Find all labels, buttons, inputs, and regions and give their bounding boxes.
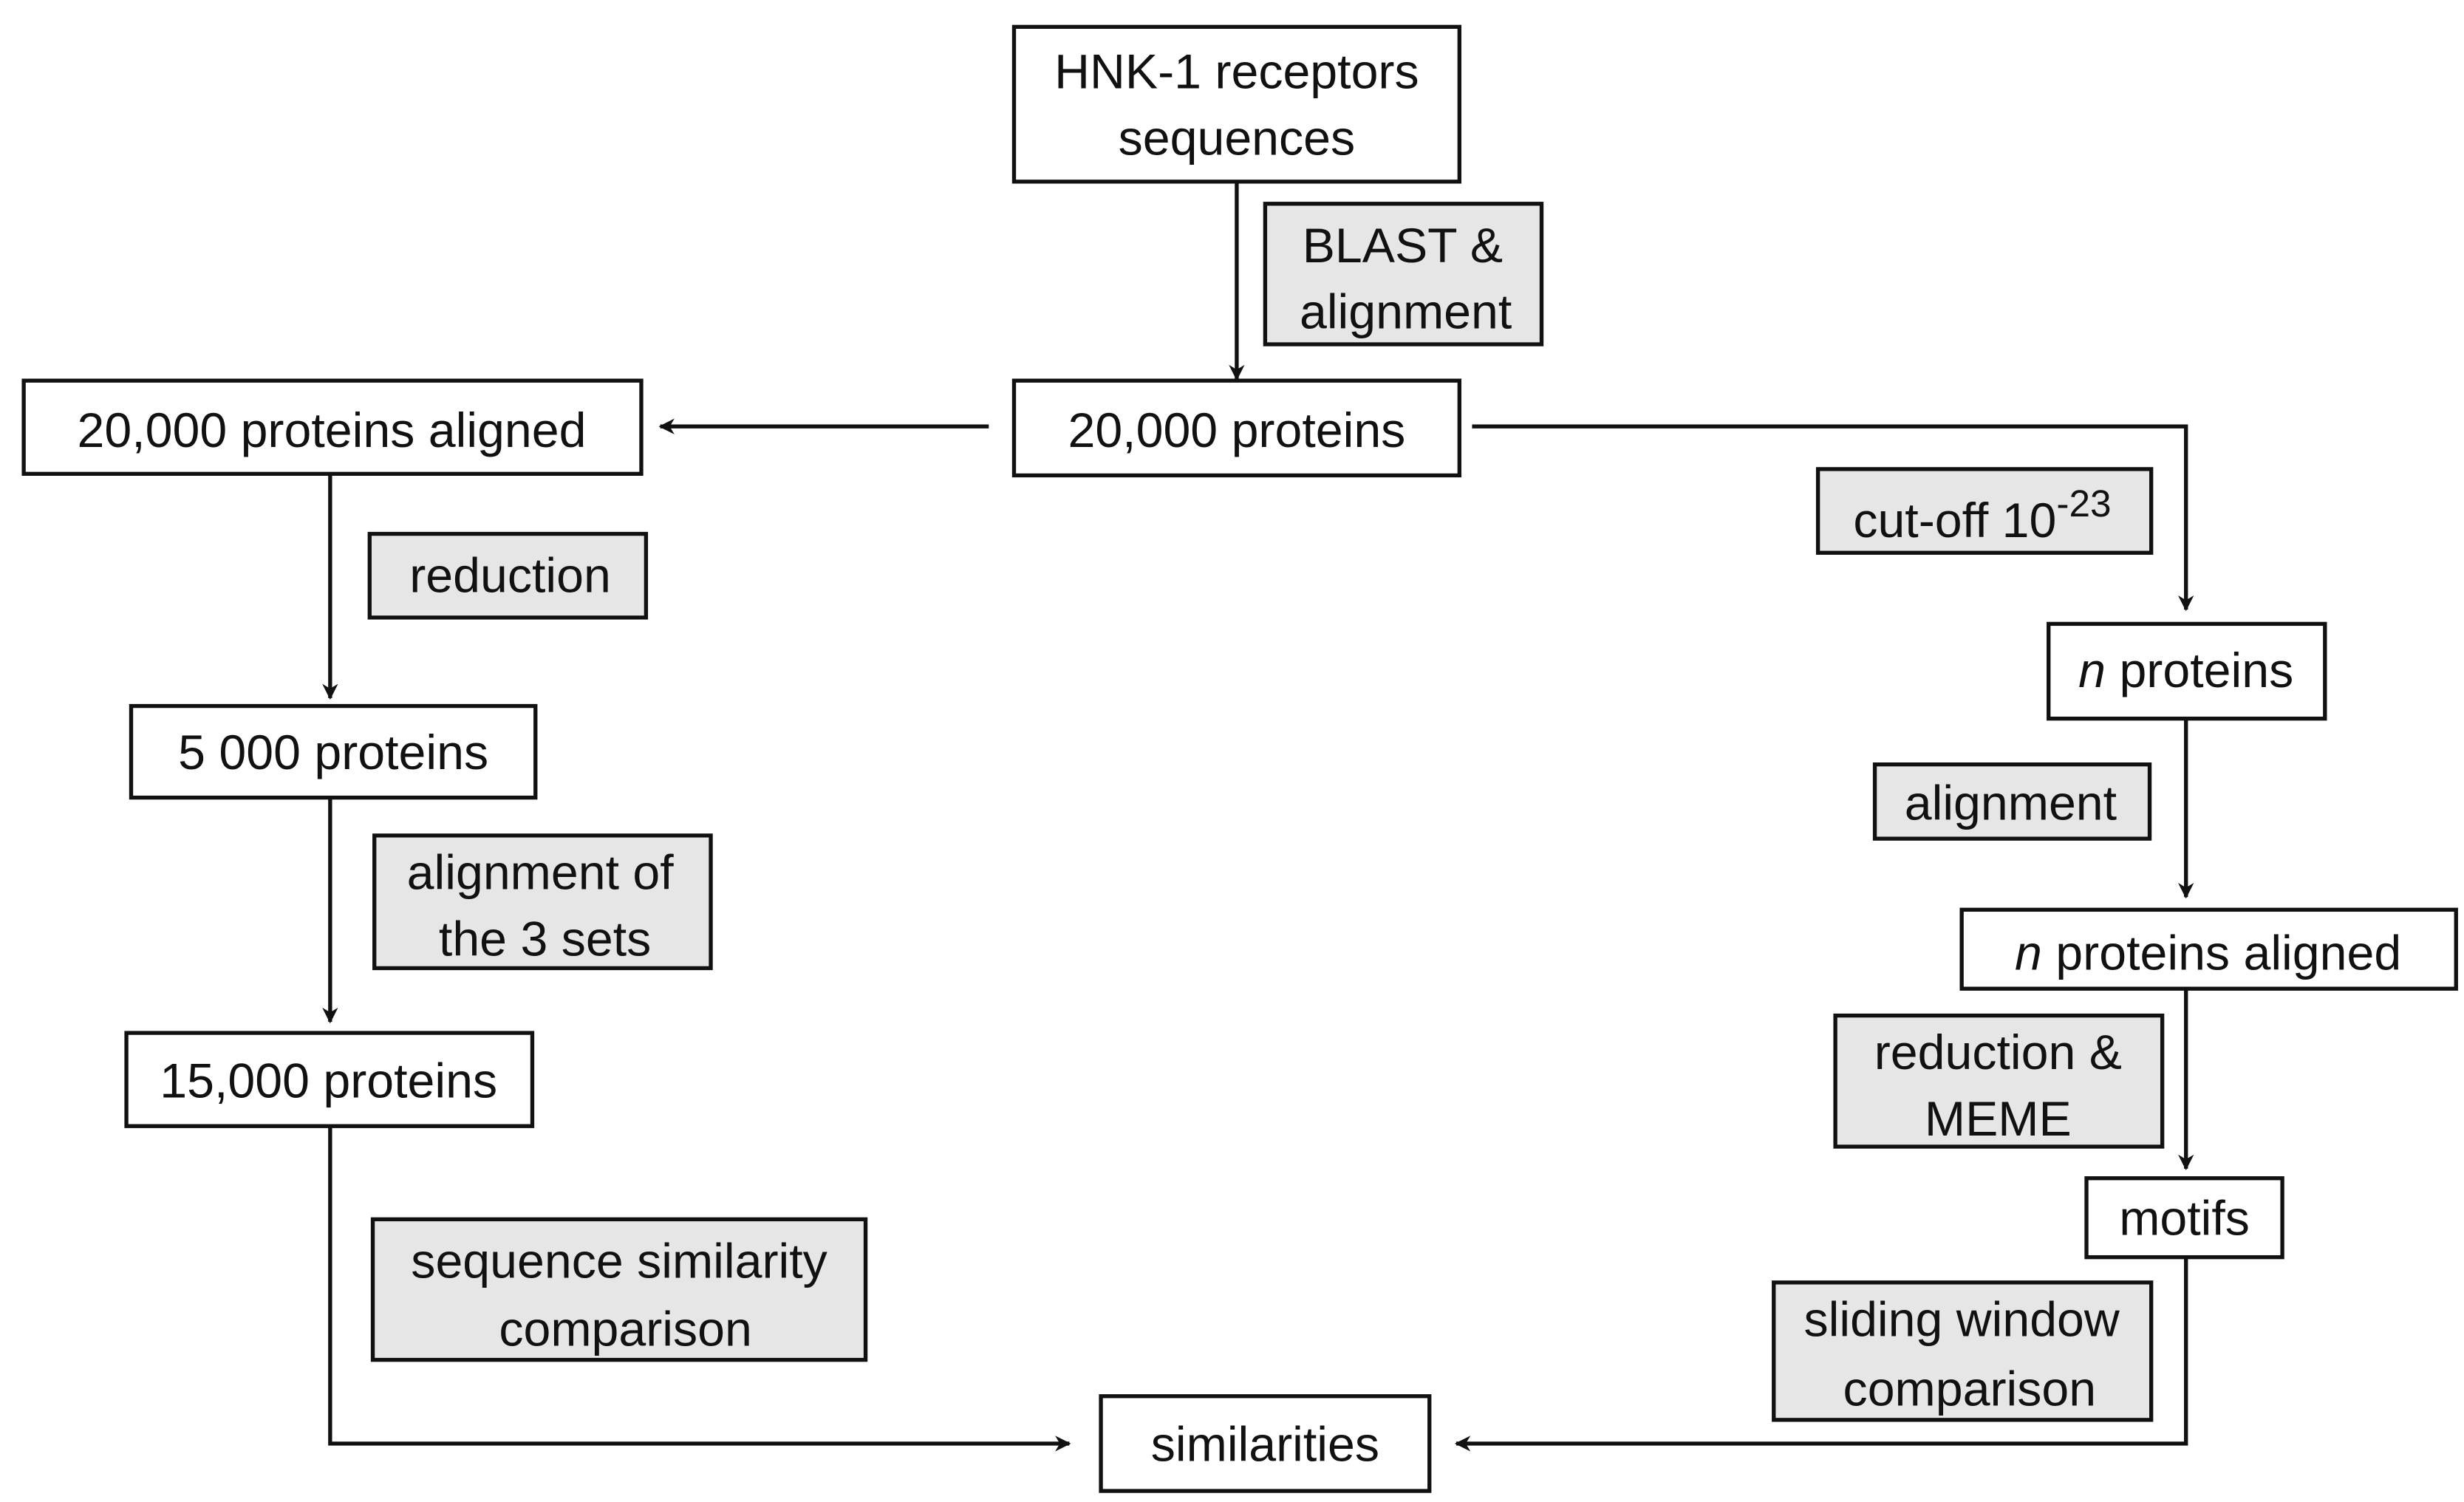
step-label: reduction & [1874, 1025, 2122, 1080]
step-reduction: reduction [367, 531, 649, 620]
node-label: sequences [1119, 111, 1356, 165]
node-label: 20,000 proteins aligned [77, 403, 586, 458]
node-similarities: similarities [1099, 1394, 1432, 1493]
step-reduction-meme: reduction & MEME [1833, 1013, 2165, 1149]
node-n-proteins-aligned: n proteins aligned [1959, 907, 2458, 991]
node-15000-proteins: 15,000 proteins [124, 1031, 535, 1128]
step-sequence-similarity: sequence similarity comparison [370, 1217, 868, 1362]
step-label: reduction [409, 549, 611, 604]
edges [322, 181, 2194, 1452]
step-label: comparison [499, 1302, 752, 1356]
step-alignment: alignment [1872, 762, 2152, 841]
arrow-motifs-to-similarities [1454, 1257, 2188, 1452]
step-label: comparison [1843, 1362, 2097, 1417]
node-label: n proteins [2078, 644, 2293, 698]
step-blast-alignment: BLAST & alignment [1263, 202, 1544, 347]
step-alignment-3-sets: alignment of the 3 sets [372, 833, 713, 971]
node-label: motifs [2119, 1192, 2250, 1246]
step-label: cut-off 10-23 [1853, 482, 2111, 548]
node-label: similarities [1151, 1417, 1379, 1472]
step-label: the 3 sets [439, 912, 651, 966]
node-5000-proteins: 5 000 proteins [129, 703, 538, 800]
step-label: sliding window [1804, 1293, 2120, 1348]
node-label: 15,000 proteins [160, 1054, 497, 1109]
arrow-15000-to-similarities [328, 1126, 1071, 1452]
node-20000-proteins-aligned: 20,000 proteins aligned [21, 378, 644, 476]
node-label: n proteins aligned [2015, 926, 2401, 981]
step-label: alignment of [407, 846, 675, 901]
node-hnk1: HNK-1 receptors sequences [1011, 24, 1462, 184]
step-label: MEME [1925, 1092, 2072, 1147]
node-motifs: motifs [2084, 1176, 2284, 1260]
step-sliding-window: sliding window comparison [1772, 1280, 2154, 1422]
step-label: alignment [1300, 285, 1512, 340]
node-label: 20,000 proteins [1068, 403, 1405, 458]
node-label: 5 000 proteins [178, 726, 488, 780]
arrow-20000-to-n-proteins [1472, 424, 2194, 612]
node-n-proteins: n proteins [2047, 621, 2327, 721]
node-label: HNK-1 receptors [1054, 45, 1419, 100]
step-label: alignment [1905, 776, 2117, 830]
step-label: sequence similarity [411, 1234, 827, 1288]
step-label: BLAST & [1303, 219, 1503, 273]
node-20000-proteins: 20,000 proteins [1011, 378, 1462, 478]
step-cutoff: cut-off 10-23 [1815, 467, 2154, 555]
